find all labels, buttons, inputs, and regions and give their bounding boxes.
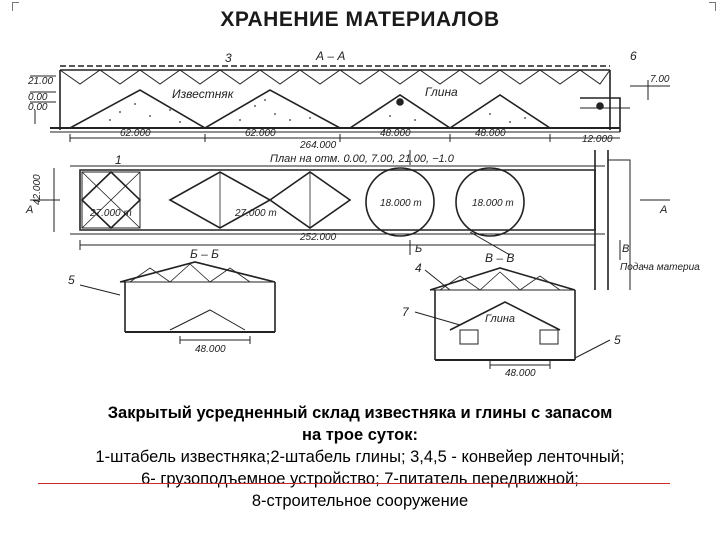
- warehouse-technical-drawing: А – А 3 6 Известняк Глина 21.00 0.00 0.0…: [25, 49, 700, 379]
- callout-5-bottom: 5: [614, 333, 621, 347]
- callout-4: 4: [415, 261, 422, 275]
- dim-top-1: 62.000: [120, 128, 151, 139]
- mark-a-left: A: [25, 204, 33, 216]
- limestone-label: Известняк: [172, 87, 235, 101]
- clay-pile-2: [447, 94, 553, 129]
- figure-caption: Закрытый усредненный склад известняка и …: [20, 402, 700, 512]
- clay-label-vv: Глина: [485, 313, 515, 325]
- red-divider-line: [38, 483, 670, 484]
- page-title: ХРАНЕНИЕ МАТЕРИАЛОВ: [220, 8, 500, 31]
- dim-plan-1: 27.000 т: [89, 208, 132, 219]
- callout-1: 1: [115, 153, 122, 167]
- level-0b: 0.00: [28, 102, 48, 113]
- caption-line-2: на трое суток:: [302, 426, 418, 444]
- section-aa-label: А – А: [315, 49, 345, 63]
- caption-line-4: 6- грузоподъемное устройство; 7-питатель…: [141, 470, 579, 488]
- dim-top-5: 12.000: [582, 134, 613, 145]
- mark-b: Б: [415, 243, 422, 255]
- callout-5-top: 6: [630, 49, 637, 63]
- caption-line-1: Закрытый усредненный склад известняка и …: [107, 404, 613, 422]
- dim-plan-4: 18.000 т: [472, 198, 514, 209]
- dim-plan-height: 42.000: [32, 174, 43, 205]
- feed-label: Подача материала: [620, 262, 700, 273]
- slide-corner-left: [12, 2, 19, 11]
- callout-3: 3: [225, 51, 232, 65]
- dim-total-top: 264.000: [299, 140, 337, 151]
- dim-top-3: 48.000: [380, 128, 411, 139]
- caption-line-5: 8-строительное сооружение: [251, 492, 469, 510]
- dim-bb: 48.000: [195, 344, 226, 355]
- caption-line-3: 1-штабель известняка;2-штабель глины; 3,…: [95, 448, 625, 466]
- section-bb-label: Б – Б: [190, 247, 219, 261]
- level-0: 0.00: [28, 92, 48, 103]
- dim-plan-2: 27.000 т: [234, 208, 277, 219]
- plan-label: План на отм. 0.00, 7.00, 21.00, −1.0: [270, 153, 455, 165]
- level-7: 7.00: [650, 74, 670, 85]
- level-21: 21.00: [27, 76, 53, 87]
- dim-plan-3: 18.000 т: [380, 198, 422, 209]
- mark-a-right: A: [659, 204, 667, 216]
- dim-vv: 48.000: [505, 368, 536, 379]
- callout-7: 7: [402, 305, 410, 319]
- slide-corner-right: [709, 2, 716, 11]
- dim-top-4: 48.000: [475, 128, 506, 139]
- clay-pile-plan-2: [455, 167, 525, 237]
- mark-v: В: [622, 243, 629, 255]
- clay-label: Глина: [425, 85, 458, 99]
- section-vv-label: В – В: [485, 251, 514, 265]
- dim-top-2: 62.000: [245, 128, 276, 139]
- dim-total-plan: 252.000: [299, 232, 337, 243]
- clay-pile-plan-1: [365, 167, 435, 237]
- callout-6: 5: [68, 273, 75, 287]
